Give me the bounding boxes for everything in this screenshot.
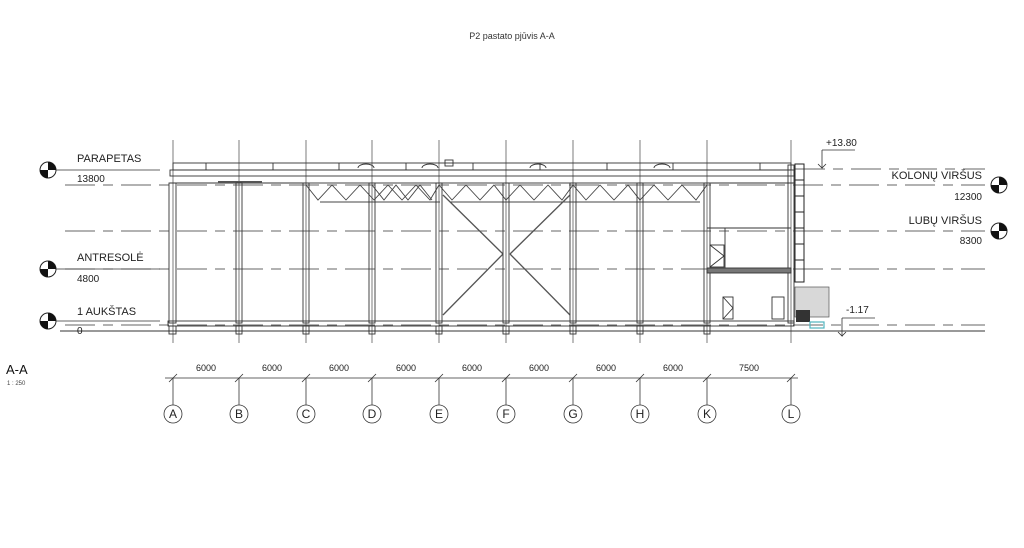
- dimension-c-d: 6000: [328, 363, 350, 373]
- level-name-1-aukstas: 1 AUKŠTAS: [77, 306, 137, 318]
- level-elevation-parapetas: 13800: [77, 174, 105, 185]
- stair-tower: [794, 163, 805, 283]
- grid-axis-b: B: [234, 407, 243, 421]
- level-elevation-lubu-virsus: 8300: [959, 236, 982, 247]
- grid-axis-c: C: [301, 407, 311, 421]
- grid-lines: [172, 140, 792, 343]
- dimension-a-b: 6000: [195, 363, 217, 373]
- grid-axis-h: H: [635, 407, 645, 421]
- section-scale: 1 : 250: [7, 381, 26, 387]
- level-symbols-left: [39, 161, 57, 330]
- level-lines: [65, 184, 985, 326]
- dimension-e-f: 6000: [461, 363, 483, 373]
- grid-bubbles: [163, 404, 801, 424]
- spot-elevation-markers: [817, 149, 875, 337]
- grid-axis-d: D: [367, 407, 377, 421]
- level-name-parapetas: PARAPETAS: [77, 153, 142, 165]
- grid-axis-l: L: [787, 407, 795, 421]
- level-name-antresole: ANTRESOLĖ: [77, 252, 144, 264]
- floor-slab: [60, 320, 985, 335]
- level-elevation-antresole: 4800: [77, 274, 100, 285]
- level-elevation-kolonu-virsus: 12300: [954, 192, 982, 203]
- level-symbols-right: [990, 176, 1008, 240]
- level-elevation-1-aukstas: 0: [77, 326, 83, 337]
- dimension-g-h: 6000: [595, 363, 617, 373]
- roof: [169, 159, 795, 184]
- grid-axis-f: F: [502, 407, 510, 421]
- grid-axis-g: G: [568, 407, 578, 421]
- section-name: A-A: [6, 362, 28, 377]
- spot-elevation-bottom: -1.17: [846, 305, 869, 316]
- x-bracing: [442, 194, 571, 316]
- spot-elevation-top: +13.80: [826, 138, 857, 149]
- level-name-kolonu-virsus: KOLONŲ VIRŠUS: [891, 170, 982, 182]
- dimension-h-k: 6000: [662, 363, 684, 373]
- dimension-b-c: 6000: [261, 363, 283, 373]
- mezzanine: [706, 227, 792, 320]
- columns: [168, 164, 795, 324]
- level-underlines-left: [56, 169, 160, 322]
- dimension-d-e: 6000: [395, 363, 417, 373]
- dimension-k-l: 7500: [738, 363, 760, 373]
- dimension-line: [165, 373, 798, 405]
- grid-axis-a: A: [168, 407, 177, 421]
- grid-axis-e: E: [434, 407, 443, 421]
- trusses: [305, 182, 708, 203]
- level-name-lubu-virsus: LUBŲ VIRŠUS: [908, 215, 982, 227]
- dimension-f-g: 6000: [528, 363, 550, 373]
- drawing-title: P2 pastato pjūvis A-A: [469, 31, 555, 41]
- grid-axis-k: K: [702, 407, 711, 421]
